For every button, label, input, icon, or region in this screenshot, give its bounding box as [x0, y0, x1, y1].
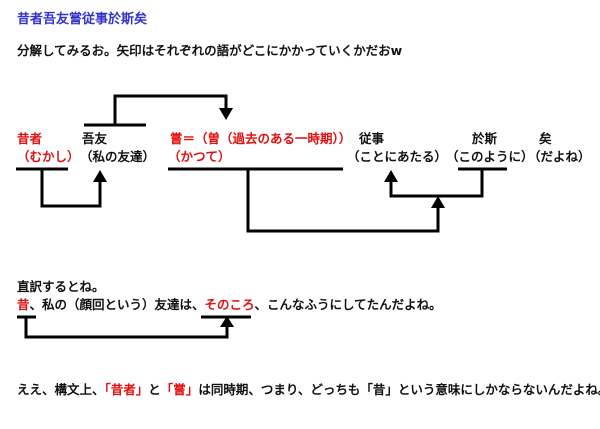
conclusion-part-1: ええ、構文上、 — [17, 382, 105, 397]
gloss-katsute: （かつて） — [168, 149, 231, 164]
word-katsute: 嘗＝（曽（過去のある一時期）） — [170, 131, 352, 146]
gloss-gayuu: （私の友達） — [80, 149, 156, 164]
translation-part-sonokoro: そのころ — [204, 297, 255, 312]
word-oshi: 於斯 — [472, 131, 498, 146]
arrowhead-up-sonokoro — [220, 316, 234, 327]
arrow-oshi-to-juuji — [389, 169, 484, 198]
translation-heading: 直訳するとね。 — [17, 279, 105, 294]
arrow-katsute-to-predicate — [246, 169, 440, 233]
conclusion-part-5: は同時期、つまり、どっちも「昔」という意味にしかならないんだよね。 — [198, 382, 600, 397]
gloss-juuji: （ことにあたる） — [347, 149, 448, 164]
arrow-mukashi-to-gayuu — [40, 169, 102, 208]
gloss-oshi: （このように） — [446, 149, 534, 164]
word-juuji: 従事 — [359, 131, 385, 146]
word-i: 矣 — [539, 131, 552, 146]
arrowhead-up-gayuu — [93, 170, 107, 182]
translation-part-mukashi: 昔 — [17, 297, 30, 312]
word-gayuu: 吾友 — [82, 131, 108, 146]
translation-part-4: 、こんなふうにしてたんだよね。 — [254, 297, 442, 312]
word-mukashi: 昔者 — [17, 131, 43, 146]
gloss-i: （だよね） — [528, 149, 591, 164]
conclusion-part-mukashi: 「昔者」 — [104, 382, 149, 397]
arrowhead-up-juuji — [384, 170, 398, 182]
arrowhead-up-junction — [431, 196, 445, 208]
conclusion-part-3: と — [148, 382, 161, 397]
conclusion-part-katsute: 「嘗」 — [160, 382, 199, 397]
intro-text: 分解してみるお。矢印はそれぞれの語がどこにかかっていくかだおw — [17, 43, 403, 58]
translation-part-2: 、私の（顔回という）友達は、 — [29, 297, 205, 312]
arrow-gayuu-to-katsute — [113, 94, 228, 125]
arrow-mukashi-to-sonokoro — [24, 317, 229, 339]
conclusion-sentence: ええ、構文上、「昔者」と「嘗」は同時期、つまり、どっちも「昔」という意味にしかな… — [17, 382, 600, 397]
translation-sentence: 昔、私の（顔回という）友達は、そのころ、こんなふうにしてたんだよね。 — [17, 297, 442, 312]
gloss-mukashi: （むかし） — [17, 149, 80, 164]
page-title: 昔者吾友嘗従事於斯矣 — [17, 12, 148, 27]
arrowhead-down-katsute — [219, 108, 233, 120]
